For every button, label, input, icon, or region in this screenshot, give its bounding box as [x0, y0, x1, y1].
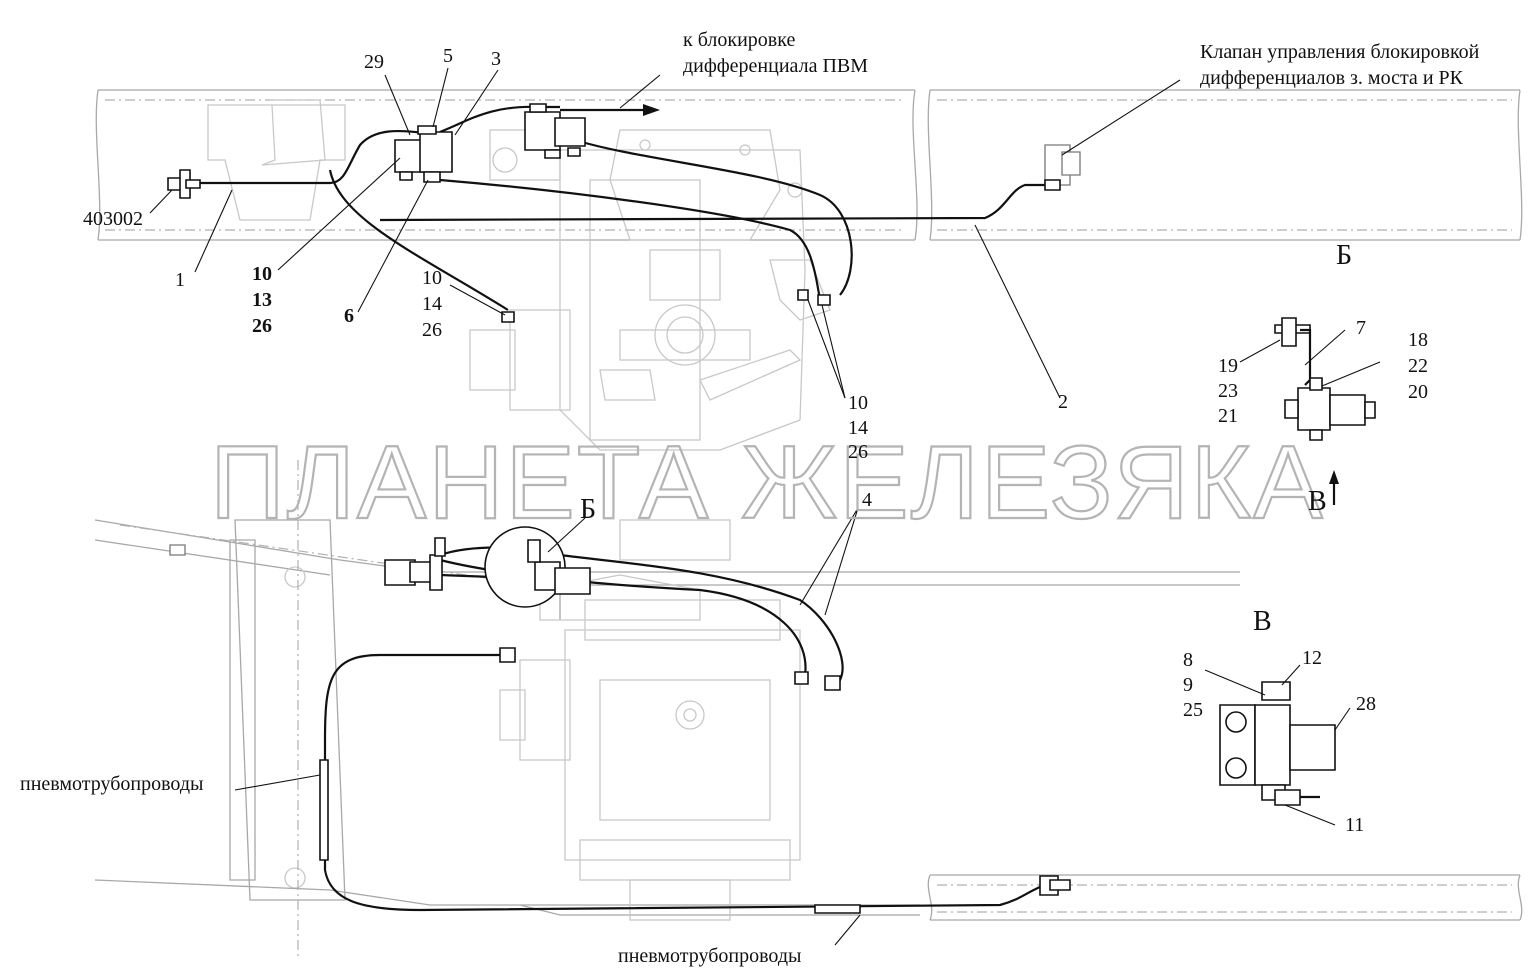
view-b-arrow-label: В: [1308, 486, 1327, 517]
top-frame: [95, 89, 1523, 241]
view-b-label-20: 20: [1408, 381, 1428, 403]
label-valve-line2: дифференциалов з. моста и РК: [1200, 67, 1464, 89]
label-14c: 14: [848, 417, 868, 439]
view-v-title: В: [1253, 606, 1272, 637]
view-b-label-18: 18: [1408, 329, 1428, 351]
bottom-gearbox: [499, 574, 801, 881]
bottom-devices: [169, 526, 1071, 914]
label-5: 5: [443, 45, 453, 67]
view-b-label-7: 7: [1356, 317, 1366, 339]
label-to-pvm-line1: к блокировке: [683, 29, 795, 51]
view-v-label-8: 8: [1183, 649, 1193, 671]
label-26c: 26: [848, 441, 868, 463]
label-1: 1: [175, 269, 185, 291]
view-v-label-11: 11: [1345, 814, 1364, 836]
label-403002: 403002: [83, 208, 143, 230]
label-10b: 10: [422, 267, 442, 289]
label-10a: 10: [252, 263, 272, 285]
view-b-label-22: 22: [1408, 355, 1428, 377]
view-v-labels: В 8 9 25 12 28 11: [1183, 606, 1376, 836]
view-b-labels: Б 7 19 23 21 18 22 20 В: [1218, 240, 1428, 517]
label-3: 3: [491, 48, 501, 70]
label-26a: 26: [252, 315, 272, 337]
label-2: 2: [1058, 391, 1068, 413]
label-10c: 10: [848, 392, 868, 414]
bottom-labels: 4 Б пневмотрубопроводы пневмотрубопровод…: [20, 489, 872, 967]
leader-lines: [149, 67, 1381, 946]
label-pneumo-bottom: пневмотрубопроводы: [618, 945, 801, 967]
watermark: ПЛАНЕТА ЖЕЛЕЗЯКА: [210, 425, 1325, 541]
label-6: 6: [344, 305, 354, 327]
view-v-drawing: [1219, 681, 1336, 806]
view-v-label-12: 12: [1302, 647, 1322, 669]
view-b-label-21: 21: [1218, 405, 1238, 427]
label-to-pvm-line2: дифференциала ПВМ: [683, 55, 868, 77]
label-pneumo-left: пневмотрубопроводы: [20, 773, 203, 795]
view-v-label-9: 9: [1183, 674, 1193, 696]
view-v-label-28: 28: [1356, 693, 1376, 715]
top-pipes: [200, 104, 1045, 311]
label-26b: 26: [422, 319, 442, 341]
label-29: 29: [364, 51, 384, 73]
top-gearbox: [469, 129, 831, 451]
view-b-label-19: 19: [1218, 355, 1238, 377]
view-v-label-25: 25: [1183, 699, 1203, 721]
view-b-drawing: [1274, 317, 1376, 505]
top-labels: к блокировке дифференциала ПВМ Клапан уп…: [83, 29, 1480, 463]
label-4: 4: [862, 489, 872, 511]
top-devices: [167, 103, 1081, 323]
view-b-label-23: 23: [1218, 380, 1238, 402]
view-b-title: Б: [1336, 240, 1352, 271]
label-14b: 14: [422, 293, 442, 315]
label-13: 13: [252, 289, 272, 311]
label-b-main: Б: [580, 494, 596, 525]
label-valve-line1: Клапан управления блокировкой: [1200, 41, 1480, 63]
